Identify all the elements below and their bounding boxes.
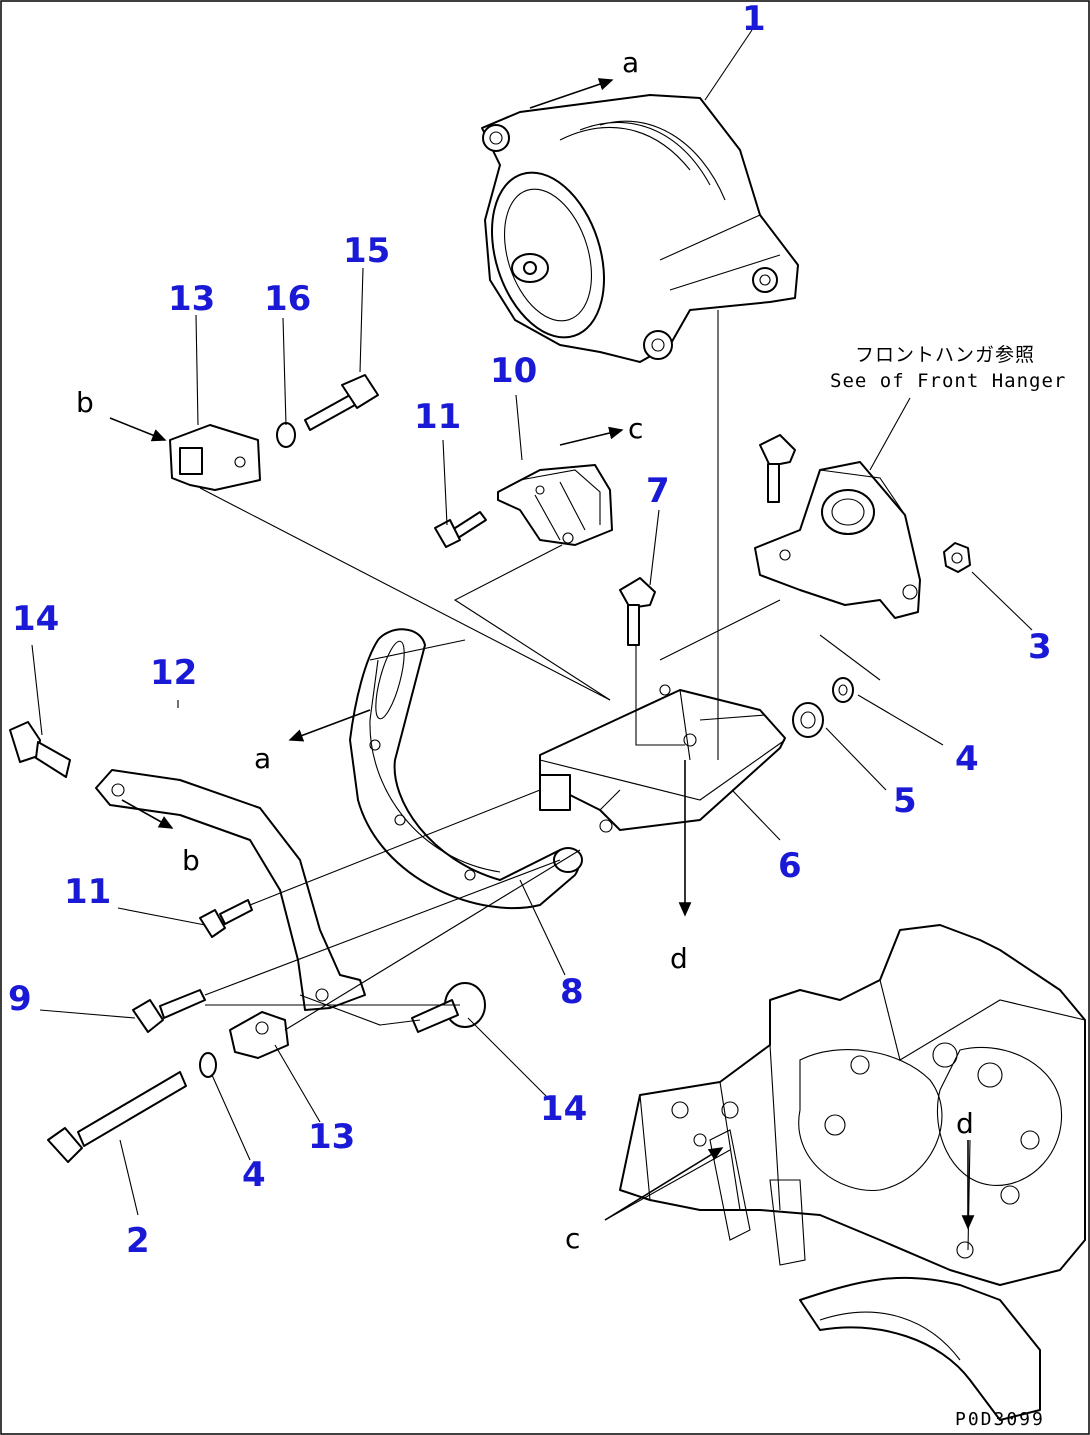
callout-3: 3: [1028, 627, 1052, 667]
bracket-13-bottom-part: [229, 1011, 289, 1059]
letter-c-top: c: [628, 412, 643, 445]
callout-9: 9: [8, 979, 32, 1019]
bolt-11-bottom-part: [199, 899, 253, 938]
bolt-2-part: [47, 1071, 187, 1163]
bolt-14-left-part: [9, 721, 71, 778]
front-hanger-part: [754, 461, 921, 619]
letter-c-bottom: c: [565, 1222, 580, 1255]
nut-3-part: [943, 542, 971, 573]
bolt-7-part: [619, 577, 656, 646]
callout-12: 12: [150, 653, 197, 693]
callout-6: 6: [778, 846, 802, 886]
callout-11-top: 11: [414, 397, 461, 437]
reference-letters: a b c a b d d c: [76, 46, 974, 1255]
washer-16-part: [276, 422, 296, 448]
callout-15: 15: [343, 231, 390, 271]
letter-b-mid: b: [182, 844, 200, 877]
bracket-6-part: [539, 684, 786, 833]
callout-8: 8: [560, 972, 584, 1012]
bracket-12-part: [95, 769, 366, 1011]
letter-a-mid: a: [254, 742, 271, 775]
collar-5-part: [792, 702, 824, 738]
callout-13-bottom: 13: [308, 1117, 355, 1157]
alternator-part: [481, 94, 799, 363]
callout-7: 7: [646, 471, 670, 511]
callout-numbers: 1 15 16 13 10 11 7 3 14 12 4 5 6 11 8 9 …: [8, 0, 1052, 1261]
letter-d-bottom: d: [956, 1107, 974, 1140]
callout-4-bottom: 4: [242, 1155, 266, 1195]
note-english: See of Front Hanger: [830, 370, 1066, 392]
bracket-13-top-part: [169, 424, 261, 491]
hanger-bolt-part: [759, 434, 796, 503]
note-japanese: フロントハンガ参照: [855, 344, 1035, 366]
callout-leaders: [31, 29, 1033, 1216]
callout-10: 10: [490, 351, 537, 391]
drawing-code: P0D3099: [955, 1409, 1045, 1430]
callout-16: 16: [264, 279, 311, 319]
callout-14-right: 14: [540, 1089, 587, 1129]
callout-5: 5: [893, 781, 917, 821]
letter-d-mid: d: [670, 942, 688, 975]
bracket-10-part: [497, 464, 613, 546]
callout-2: 2: [126, 1221, 150, 1261]
bolt-15-part: [304, 374, 379, 431]
curved-bracket-8-part: [349, 628, 583, 910]
callout-13-top: 13: [168, 279, 215, 319]
callout-14-left: 14: [12, 599, 59, 639]
letter-a-top: a: [622, 46, 639, 79]
assembly-lines: [199, 310, 971, 1251]
washer-4-top-part: [832, 677, 854, 703]
callout-1: 1: [742, 0, 766, 39]
bolt-11-top-part: [434, 511, 487, 548]
callout-4-top: 4: [955, 739, 979, 779]
washer-4-bottom-part: [199, 1052, 217, 1078]
callout-11-bottom: 11: [64, 872, 111, 912]
direction-arrows: [109, 78, 975, 1230]
bolt-9-part: [132, 989, 206, 1033]
letter-b-top: b: [76, 386, 94, 419]
